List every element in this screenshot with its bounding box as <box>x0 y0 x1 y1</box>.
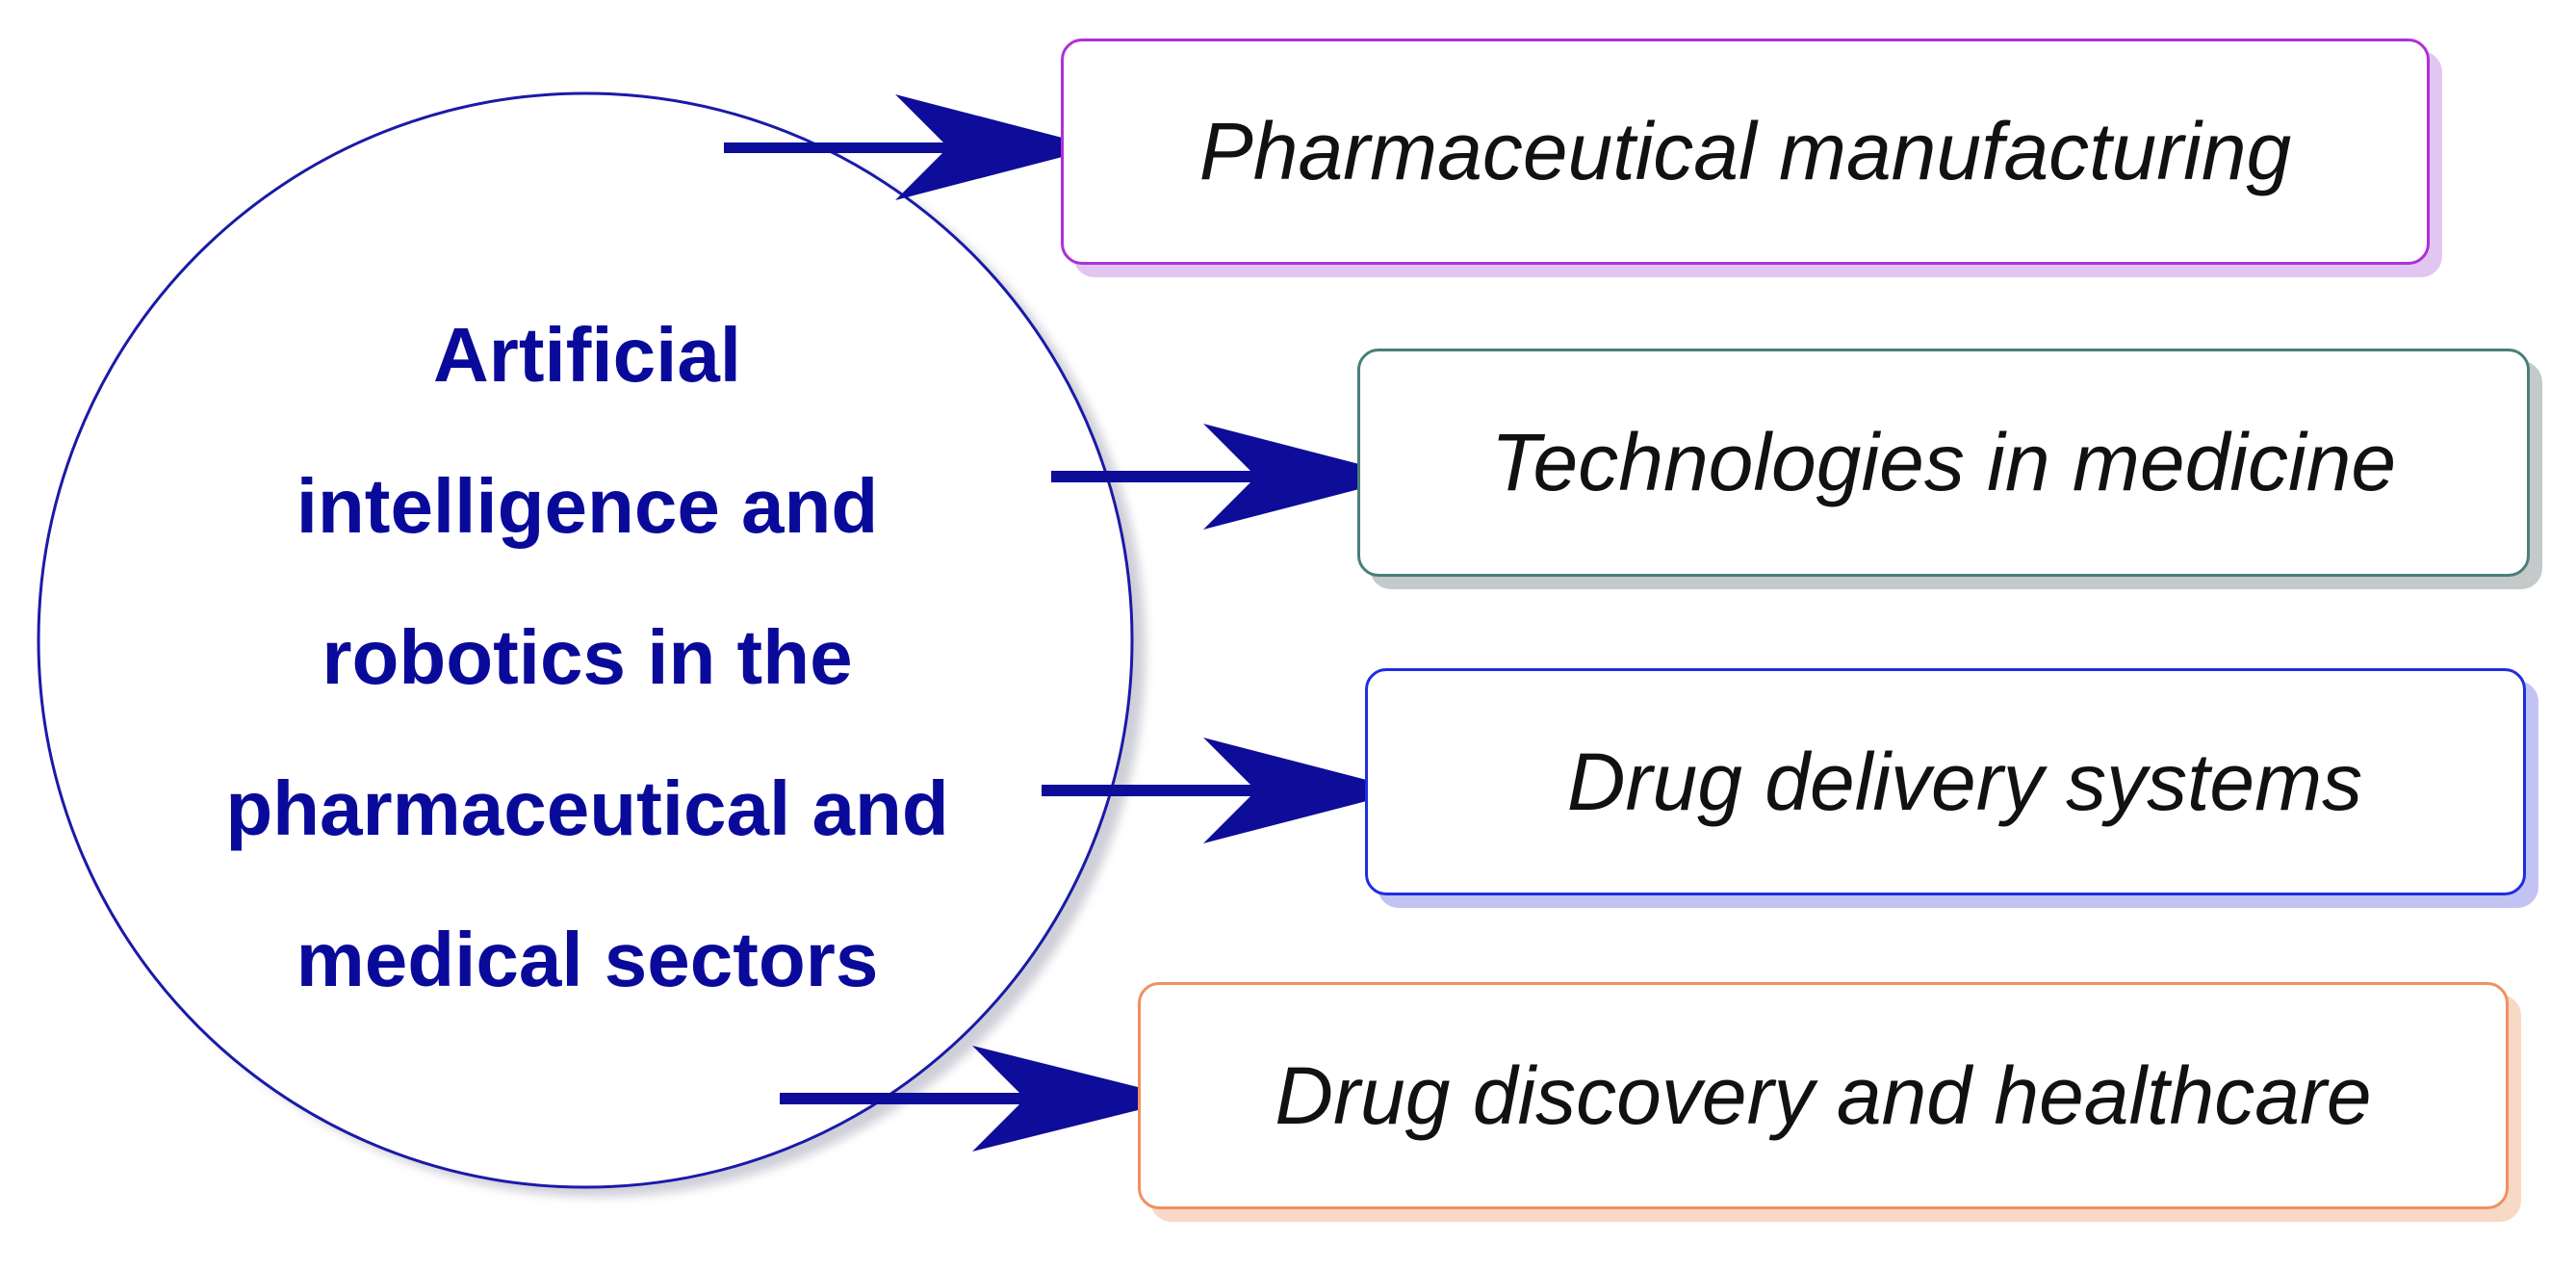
hub-circle <box>37 91 1134 1189</box>
hub-title: Artificial intelligence and robotics in … <box>125 279 1049 1035</box>
hub-title-line-1: Artificial <box>432 312 742 398</box>
target-label-delivery: Drug delivery systems <box>1566 736 2363 827</box>
target-box-manufacturing: Pharmaceutical manufacturing <box>1061 39 2430 265</box>
arrow-to-discovery <box>780 1046 1184 1152</box>
arrow-to-manufacturing <box>724 94 1099 200</box>
target-label-discovery: Drug discovery and healthcare <box>1275 1049 2372 1141</box>
arrow-to-technologies <box>1051 424 1407 530</box>
arrow-to-delivery <box>1042 738 1407 843</box>
hub-title-line-4: pharmaceutical and <box>225 765 949 851</box>
target-box-delivery: Drug delivery systems <box>1365 668 2526 895</box>
hub-title-line-2: intelligence and <box>296 463 879 549</box>
hub-title-line-3: robotics in the <box>322 614 853 700</box>
target-label-technologies: Technologies in medicine <box>1490 417 2397 507</box>
target-box-discovery: Drug discovery and healthcare <box>1138 982 2509 1209</box>
target-box-technologies: Technologies in medicine <box>1357 349 2530 577</box>
hub-title-line-5: medical sectors <box>296 917 879 1002</box>
target-label-manufacturing: Pharmaceutical manufacturing <box>1198 106 2292 196</box>
